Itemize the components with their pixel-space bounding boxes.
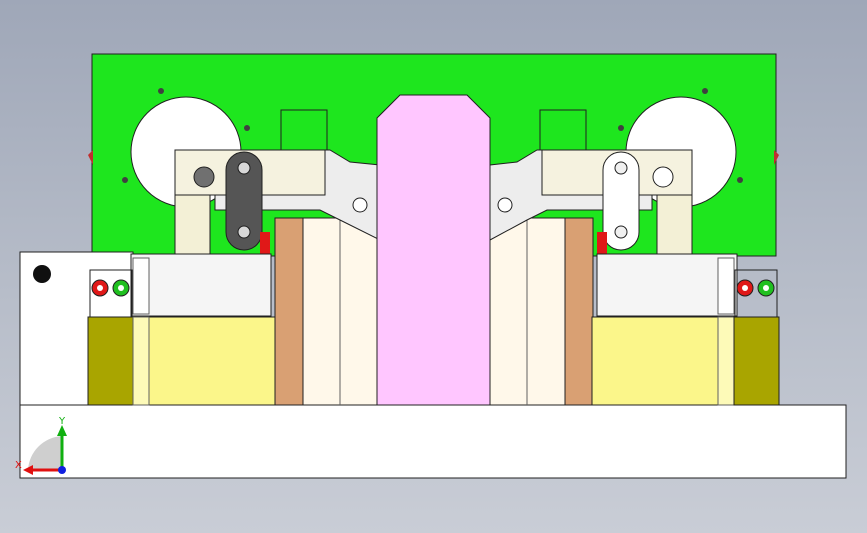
axis-label-x: X — [15, 460, 22, 471]
left-side-block-hole — [33, 265, 51, 283]
right-red-marker — [597, 232, 607, 254]
right-clamp-pin — [652, 166, 674, 188]
left-olive-block[interactable] — [87, 316, 134, 406]
right-copper-block[interactable] — [564, 217, 594, 406]
right-yellow-block[interactable] — [591, 316, 735, 406]
right-clamp-bolt — [497, 197, 513, 213]
left-yellow-block[interactable] — [132, 316, 276, 406]
center-punch[interactable] — [376, 94, 491, 406]
right-cylinder-housing[interactable] — [596, 253, 738, 317]
right-post[interactable] — [656, 194, 693, 256]
axis-triad: Y X — [15, 416, 67, 475]
right-link-plate[interactable] — [602, 151, 640, 251]
right-plate-pad — [539, 109, 587, 151]
right-olive-block[interactable] — [733, 316, 780, 406]
left-post[interactable] — [174, 194, 211, 256]
right-side-tab — [774, 150, 779, 165]
left-clamp-bolt — [352, 197, 368, 213]
left-fittings[interactable] — [91, 279, 130, 297]
left-link-plate[interactable] — [225, 151, 263, 251]
left-clamp-pin — [193, 166, 215, 188]
left-cylinder-housing[interactable] — [130, 253, 272, 317]
base-plate[interactable] — [19, 404, 847, 479]
left-plate-pad — [280, 109, 328, 151]
back-plate-holes — [122, 88, 743, 183]
left-copper-block[interactable] — [274, 217, 304, 406]
axis-label-y: Y — [58, 416, 66, 427]
left-red-marker — [260, 232, 270, 254]
left-side-tab — [88, 150, 93, 165]
right-fittings[interactable] — [736, 279, 775, 297]
